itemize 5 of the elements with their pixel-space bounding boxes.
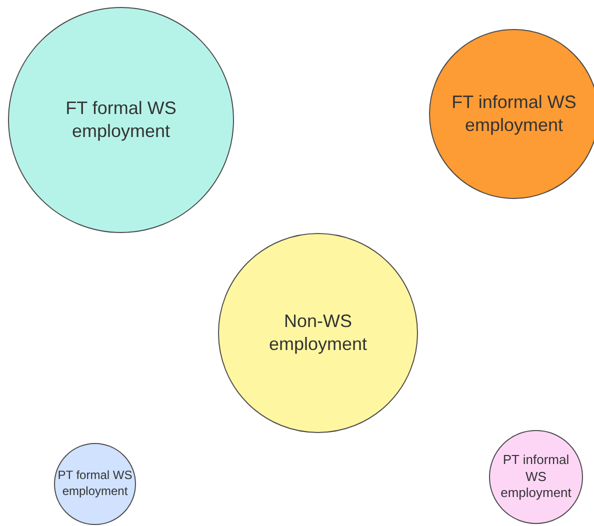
node-label: FT formal WS employment	[64, 96, 178, 143]
node-label: FT informal WS employment	[450, 90, 578, 137]
node-label: Non-WS employment	[268, 310, 368, 356]
node-label: PT informal WS employment	[500, 452, 572, 502]
node-label: PT formal WS employment	[57, 468, 133, 500]
